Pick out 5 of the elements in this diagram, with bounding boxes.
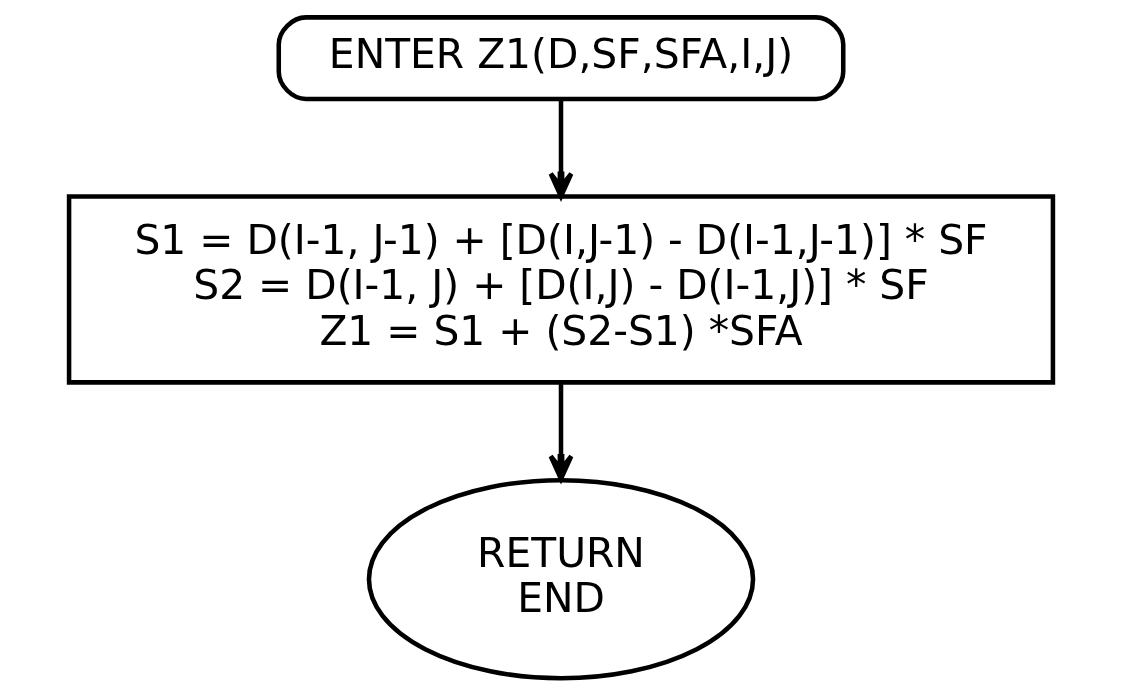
node-ellipse: RETURN END bbox=[366, 477, 755, 681]
node-box: S1 = D(I-1, J-1) + [D(I,J-1) - D(I-1,J-1)] * SF S2 = D(I-1, J) + [D(I,J) - D(I-1,J)] * SF Z1 = S1 + (S2-S1) *SFA bbox=[66, 194, 1055, 385]
arrow bbox=[548, 382, 573, 482]
arrow bbox=[548, 99, 573, 199]
node-box: ENTER Z1(D,SF,SFA,I,J) bbox=[276, 15, 845, 102]
